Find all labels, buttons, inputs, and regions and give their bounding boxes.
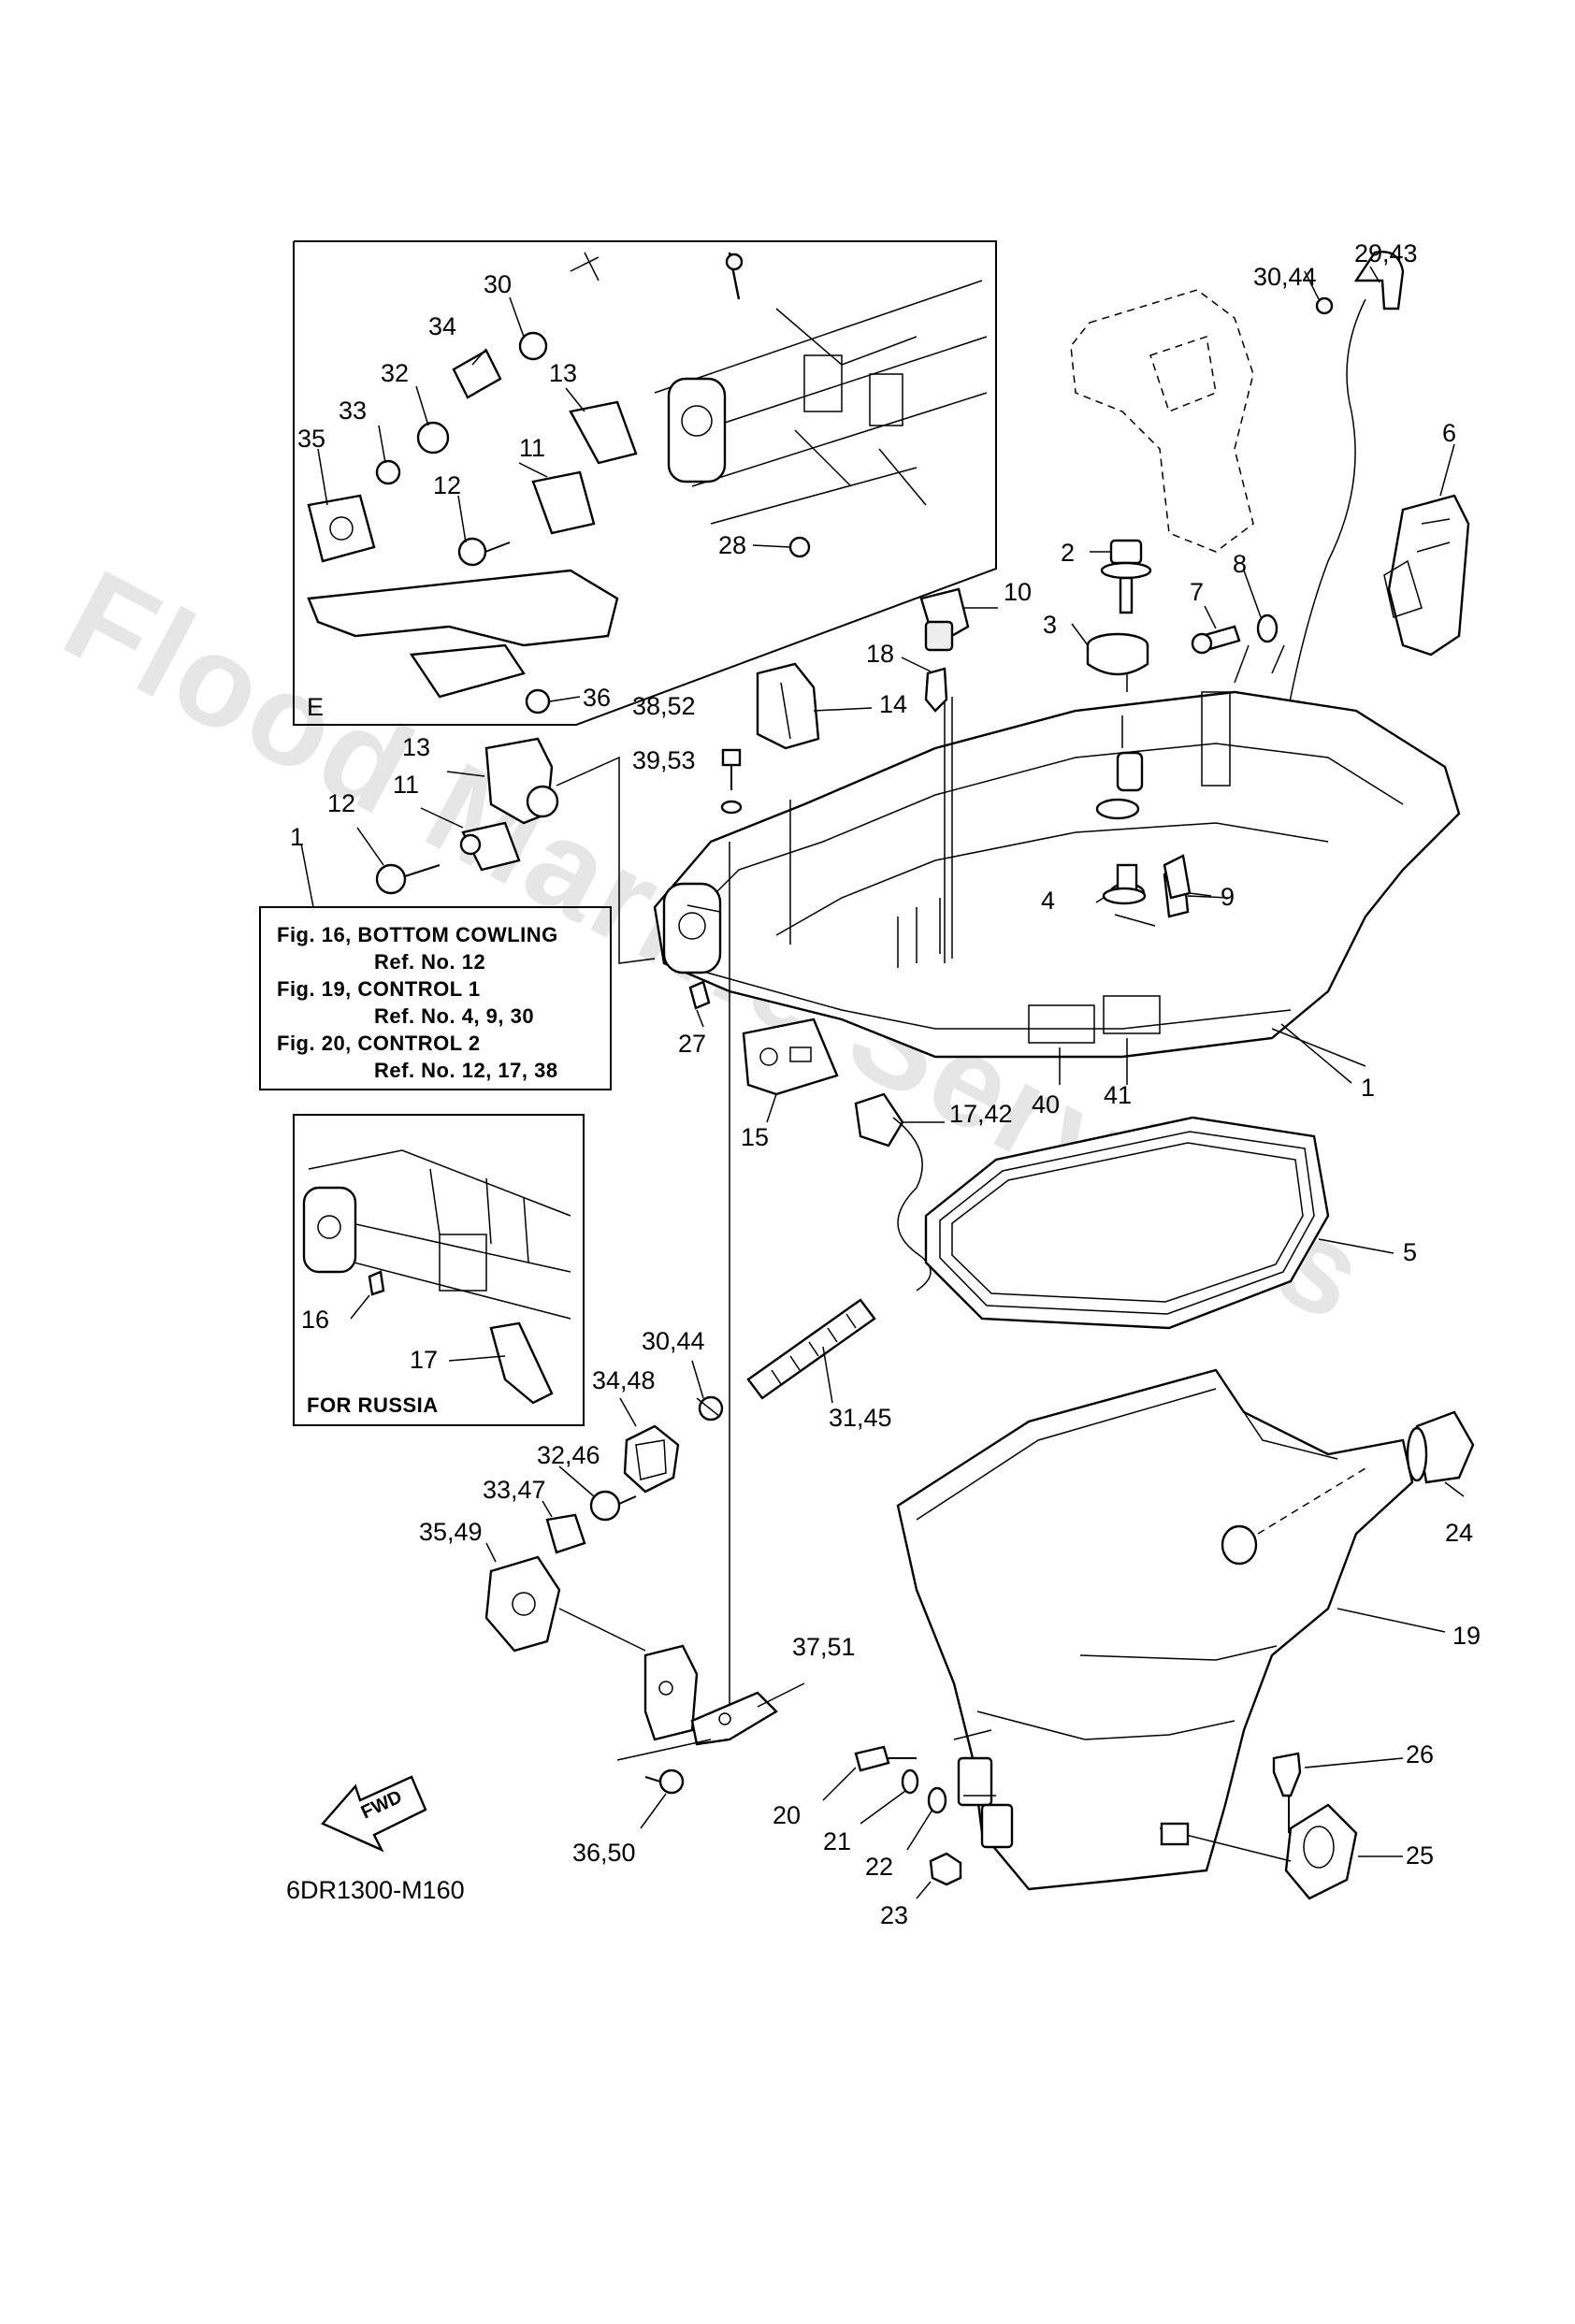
callout-37-51: 37,51 [792, 1633, 856, 1661]
drawing-code: 6DR1300-M160 [286, 1876, 465, 1904]
callout-24: 24 [1445, 1519, 1473, 1547]
callout-e36: 36 [583, 684, 611, 712]
callout-30-44-mid: 30,44 [642, 1327, 705, 1355]
callout-31-45: 31,45 [829, 1404, 892, 1432]
callout-40: 40 [1032, 1090, 1060, 1119]
callout-e30: 30 [484, 270, 512, 298]
callout-10: 10 [1004, 578, 1032, 606]
note-line-2: Ref. No. 12 [374, 950, 485, 974]
note-box [259, 906, 612, 1090]
inset-e: E 30 [293, 240, 997, 726]
callout-m13: 13 [402, 733, 430, 761]
callout-34-48: 34,48 [592, 1366, 656, 1394]
callout-1: 1 [1361, 1074, 1375, 1102]
callout-18: 18 [866, 640, 894, 668]
callout-4: 4 [1041, 887, 1055, 915]
note-line-4: Ref. No. 4, 9, 30 [374, 1004, 534, 1028]
callout-21: 21 [823, 1827, 851, 1855]
callout-6: 6 [1442, 419, 1456, 447]
inset-russia-label: FOR RUSSIA [307, 1393, 439, 1417]
fwd-arrow: FWD [321, 1775, 427, 1853]
callout-38-52: 38,52 [632, 692, 696, 720]
callout-r16: 16 [301, 1306, 329, 1334]
engine-fragment: 29,43 30,44 [1070, 239, 1418, 749]
callout-20: 20 [773, 1801, 801, 1829]
callout-22: 22 [865, 1853, 893, 1881]
bottom-cowling [653, 644, 1461, 1739]
callout-e34: 34 [428, 312, 456, 340]
callout-3: 3 [1043, 611, 1057, 639]
callout-e32: 32 [381, 359, 409, 387]
inset-e-label: E [307, 693, 324, 721]
callout-e13: 13 [549, 359, 577, 387]
callout-29-43: 29,43 [1354, 239, 1418, 267]
callout-e28: 28 [718, 531, 746, 559]
callout-5: 5 [1403, 1238, 1417, 1266]
fasteners: 20 21 22 23 [773, 1745, 962, 1929]
callout-26: 26 [1406, 1740, 1434, 1768]
callout-41: 41 [1104, 1081, 1132, 1109]
note-line-3: Fig. 19, CONTROL 1 [277, 977, 481, 1001]
callout-r17: 17 [410, 1346, 438, 1374]
inset-russia: 16 17 FOR RUSSIA [293, 1114, 585, 1426]
callout-25: 25 [1406, 1841, 1434, 1869]
callout-e11: 11 [519, 434, 545, 462]
note-line-6: Ref. No. 12, 17, 38 [374, 1059, 558, 1082]
callout-7: 7 [1190, 578, 1204, 606]
callout-m11: 11 [393, 771, 419, 799]
callout-9: 9 [1221, 883, 1235, 911]
callout-8: 8 [1233, 550, 1247, 578]
callout-e35: 35 [297, 425, 325, 453]
callout-35-49: 35,49 [419, 1518, 483, 1546]
cowling-parts [688, 494, 1470, 1400]
callout-15: 15 [741, 1123, 769, 1151]
apron: 24 19 26 25 [896, 1368, 1481, 1900]
callout-27: 27 [678, 1030, 706, 1058]
callout-30-44-top: 30,44 [1253, 263, 1317, 291]
callout-36-50: 36,50 [572, 1839, 636, 1867]
callout-e12: 12 [433, 471, 461, 499]
callout-2: 2 [1061, 539, 1075, 567]
mid-left-parts: 13 11 12 1 Fig. 16, BOTTOM COWLING Ref. … [259, 733, 656, 1090]
lower-mid-parts: 30,44 34,48 32,46 33,47 35,49 37,51 36,5… [419, 1327, 856, 1867]
callout-23: 23 [880, 1901, 908, 1929]
callout-39-53: 39,53 [632, 746, 696, 774]
note-line-5: Fig. 20, CONTROL 2 [277, 1032, 481, 1055]
callout-m1: 1 [290, 823, 304, 851]
callout-19: 19 [1452, 1622, 1481, 1650]
callout-33-47: 33,47 [483, 1476, 546, 1504]
callout-14: 14 [879, 690, 907, 718]
callout-32-46: 32,46 [537, 1441, 600, 1469]
note-line-1: Fig. 16, BOTTOM COWLING [277, 923, 558, 946]
callout-e33: 33 [339, 397, 367, 425]
callout-17-42: 17,42 [949, 1100, 1013, 1128]
main-leaders [686, 443, 1455, 1404]
callout-m12: 12 [327, 789, 355, 817]
main-callouts: 2 3 7 8 6 10 18 14 38,52 39,53 4 9 1 40 … [632, 419, 1456, 1432]
